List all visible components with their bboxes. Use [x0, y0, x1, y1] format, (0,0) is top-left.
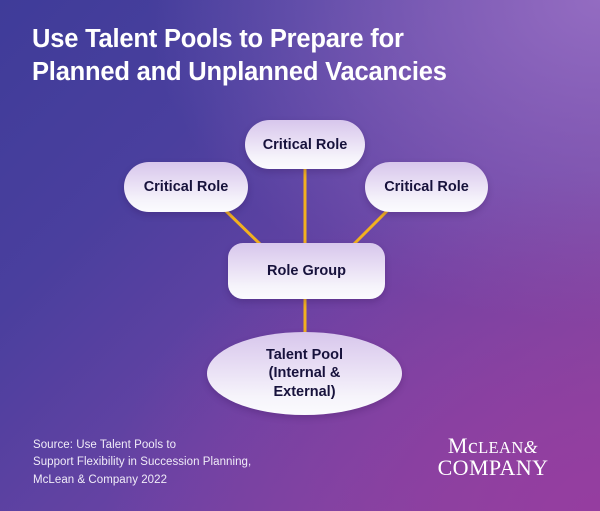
node-label: Role Group: [267, 263, 346, 279]
node-label: Critical Role: [143, 179, 229, 195]
node-label: Critical Role: [384, 179, 469, 195]
node-talent-pool[interactable]: Talent Pool (Internal & External): [207, 332, 402, 415]
logo-line-1: McLEAN&: [418, 433, 568, 458]
node-critical-role-top[interactable]: Critical Role: [245, 120, 365, 169]
page-title: Use Talent Pools to Prepare for Planned …: [32, 23, 567, 89]
node-role-group[interactable]: Role Group: [228, 243, 385, 299]
mclean-company-logo: McLEAN& COMPANY: [418, 433, 568, 481]
connector-right: [350, 208, 390, 248]
node-label: Critical Role: [262, 136, 348, 153]
logo-line-2: COMPANY: [437, 455, 549, 481]
title-line-1: Use Talent Pools to Prepare for: [32, 25, 404, 53]
node-critical-role-right[interactable]: Critical Role: [365, 162, 488, 212]
node-label-line-2: (Internal &: [268, 365, 341, 382]
source-line-2: Support Flexibility in Succession Planni…: [33, 456, 252, 469]
source-line-1: Source: Use Talent Pools to: [33, 439, 177, 451]
logo-ampersand: &: [523, 437, 539, 457]
connector-left: [223, 208, 264, 248]
talent-pool-diagram: Critical Role Critical Role Critical Rol…: [0, 100, 600, 430]
logo-lean: LEAN: [478, 438, 524, 457]
node-label-line-3: External): [273, 383, 336, 400]
node-label-line-1: Talent Pool: [265, 347, 344, 364]
node-critical-role-left[interactable]: Critical Role: [124, 162, 248, 212]
source-line-3: McLean & Company 2022: [33, 473, 168, 486]
title-line-2: Planned and Unplanned Vacancies: [32, 58, 447, 87]
source-attribution: Source: Use Talent Pools to Support Flex…: [33, 437, 251, 489]
logo-mc: Mc: [447, 433, 479, 458]
